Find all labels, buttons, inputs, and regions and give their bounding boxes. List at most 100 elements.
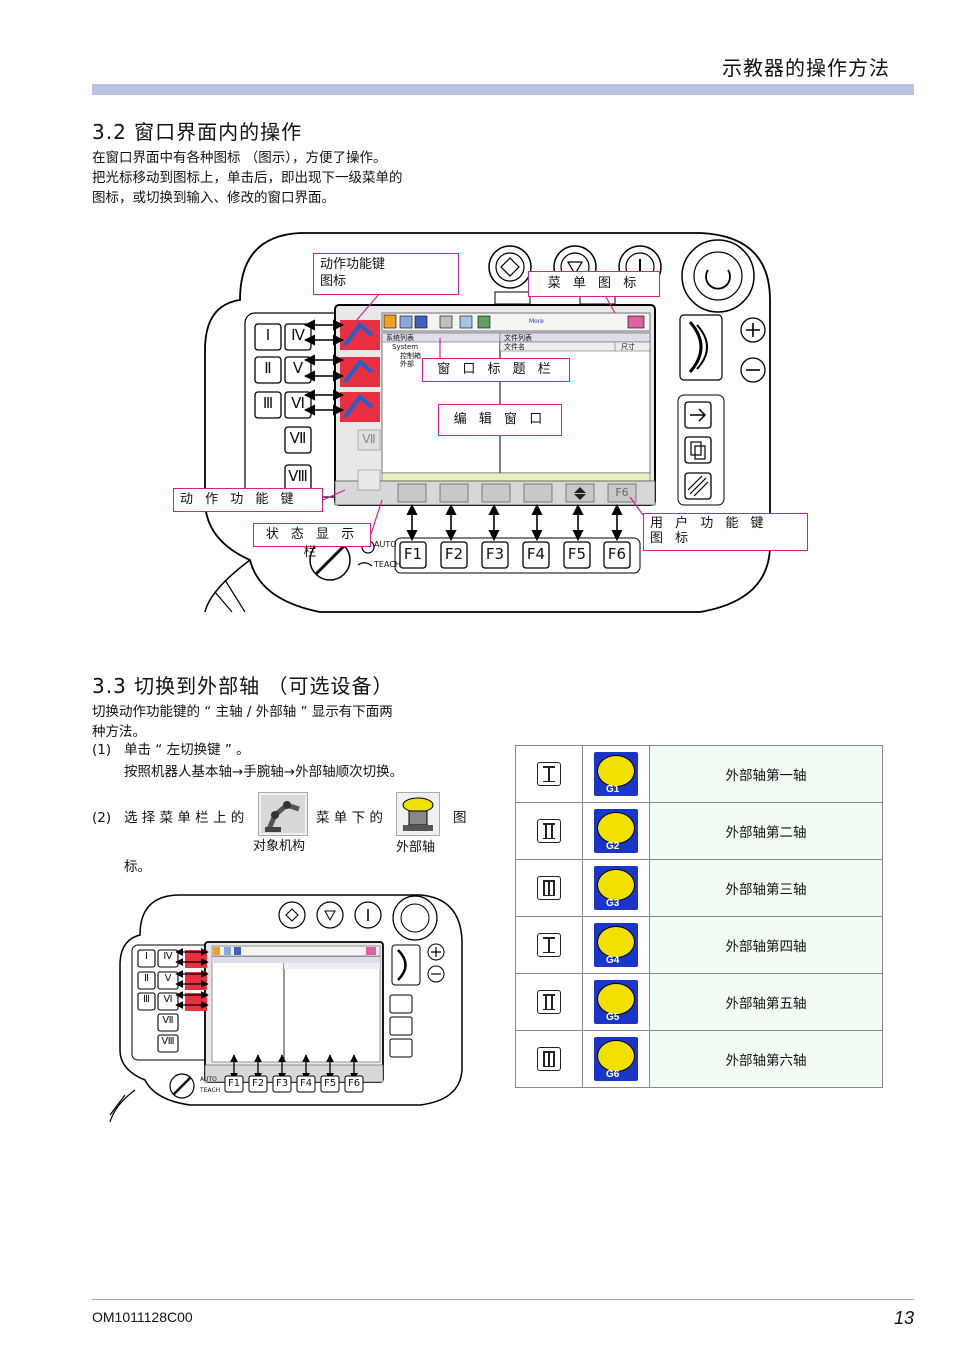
step-2-text-d: 标。	[124, 859, 151, 875]
right-pane-title: 文件列表	[504, 334, 532, 342]
fkey-f2: F2	[251, 1078, 265, 1089]
axis-icon-cell: G3	[582, 859, 650, 917]
callout-status-bar: 状 态 显 示 栏	[253, 523, 371, 560]
key-iii: Ⅲ	[262, 394, 274, 412]
external-axis-icon	[396, 792, 440, 836]
axis-key-cell	[515, 859, 583, 917]
axis-icon-cell: G5	[582, 973, 650, 1031]
axis-icon-label: G3	[606, 898, 620, 909]
section-3-3-intro: 切换动作功能键的 “ 主轴 / 外部轴 ” 显示有下面两 种方法。	[92, 702, 393, 742]
axis-icon-cell: G4	[582, 916, 650, 974]
axis-label-cell: 外部轴第一轴	[649, 745, 883, 803]
axis-label-cell: 外部轴第四轴	[649, 916, 883, 974]
target-mechanism-caption: 对象机构	[253, 839, 306, 854]
external-axis-glyph	[402, 797, 434, 831]
callout-edit-window: 编 辑 窗 口	[438, 404, 562, 436]
step-2-number: (2)	[92, 810, 112, 826]
axis-key-icon	[537, 819, 561, 843]
step-2-text-a: 选 择 菜 单 栏 上 的	[124, 810, 245, 826]
left-pane-title: 系统列表	[386, 334, 414, 342]
body-line: 图标，或切换到输入、修改的窗口界面。	[92, 190, 335, 206]
mode-auto-label: AUTO	[374, 540, 397, 549]
axis-icon-cell: G2	[582, 802, 650, 860]
axis-icon-cell: G1	[582, 745, 650, 803]
running-header: 示教器的操作方法	[722, 56, 890, 80]
step-2-text-c: 图	[453, 810, 467, 826]
key-viii: Ⅷ	[288, 467, 308, 485]
key-i: Ⅰ	[265, 326, 271, 344]
tree-item: 控制箱	[400, 352, 421, 360]
axis-key-cell	[515, 1030, 583, 1088]
key-iii: Ⅲ	[143, 994, 150, 1005]
key-viii: Ⅷ	[161, 1036, 175, 1047]
section-3-2-heading: 3.2 窗口界面内的操作	[92, 120, 303, 144]
axis-key-icon	[537, 876, 561, 900]
key-v: Ⅴ	[292, 359, 304, 377]
robot-arm-icon	[261, 795, 305, 833]
mode-auto-label: AUTO	[200, 1076, 217, 1083]
key-v: Ⅴ	[164, 973, 172, 984]
section-3-3-heading: 3.3 切换到外部轴 （可选设备）	[92, 674, 394, 698]
key-ii: Ⅱ	[144, 973, 149, 984]
axis-table-row: G5 外部轴第五轴	[515, 973, 883, 1031]
body-line: 把光标移动到图标上，单击后，即出现下一级菜单的	[92, 170, 403, 186]
section-3-2-body: 在窗口界面中有各种图标 （图示），方便了操作。 把光标移动到图标上，单击后，即出…	[92, 148, 403, 208]
axis-icon-cell: G6	[582, 1030, 650, 1088]
mode-teach-label: TEACH	[374, 560, 401, 569]
status-f6: F6	[615, 486, 629, 499]
step-1-number: (1)	[92, 742, 112, 758]
fkey-f1: F1	[403, 545, 423, 563]
axis-icon-label: G1	[606, 784, 620, 795]
key-vii: Ⅶ	[289, 429, 307, 447]
fkey-f6: F6	[607, 545, 627, 563]
pendant-drawing-1	[204, 232, 771, 613]
external-axis-icon: G3	[594, 866, 638, 910]
fkey-f4: F4	[526, 545, 546, 563]
fkey-f3: F3	[275, 1078, 289, 1089]
header-bar	[92, 84, 914, 95]
fkey-f3: F3	[485, 545, 505, 563]
axis-key-icon	[537, 1047, 561, 1071]
key-iv: Ⅳ	[291, 326, 305, 344]
key-ii: Ⅱ	[264, 359, 272, 377]
step-1-detail: 按照机器人基本轴→手腕轴→外部轴顺次切换。	[124, 764, 404, 780]
axis-icon-label: G6	[606, 1069, 620, 1080]
pendant-drawing-2	[109, 894, 463, 1123]
fkey-f5: F5	[567, 545, 587, 563]
tree-item: 外部	[400, 360, 414, 368]
axis-key-cell	[515, 745, 583, 803]
key-i: Ⅰ	[145, 951, 148, 962]
axis-key-icon	[537, 762, 561, 786]
body-line: 切换动作功能键的 “ 主轴 / 外部轴 ” 显示有下面两	[92, 704, 393, 720]
axis-key-cell	[515, 802, 583, 860]
axis-key-cell	[515, 973, 583, 1031]
callout-window-title: 窗 口 标 题 栏	[422, 358, 570, 382]
fkey-f1: F1	[227, 1078, 241, 1089]
external-axis-icon: G1	[594, 752, 638, 796]
pendant-figure-1: Ⅰ Ⅱ Ⅲ Ⅳ Ⅴ Ⅵ Ⅶ Ⅷ Ⅶ 系统列表 文件列表 文件名 尺寸 Syste…	[0, 0, 960, 620]
callout-motion-keys: 动 作 功 能 键	[173, 488, 323, 512]
screen-side-key-label: Ⅶ	[362, 432, 376, 446]
fkey-f5: F5	[323, 1078, 337, 1089]
axis-icon-label: G5	[606, 1012, 620, 1023]
external-axis-icon: G5	[594, 980, 638, 1024]
tree-item: System	[392, 343, 419, 351]
external-axis-icon: G4	[594, 923, 638, 967]
external-axis-caption: 外部轴	[396, 840, 436, 855]
fkey-f6: F6	[347, 1078, 361, 1089]
document-code: OM1011128C00	[92, 1309, 193, 1325]
axis-label-cell: 外部轴第五轴	[649, 973, 883, 1031]
page-number: 13	[893, 1308, 914, 1328]
file-size-column: 尺寸	[621, 343, 635, 351]
step-1-text: 单击 “ 左切换键 ” 。	[124, 742, 250, 758]
axis-icon-label: G2	[606, 841, 620, 852]
more-button-label: More	[529, 318, 544, 325]
key-vii: Ⅶ	[162, 1015, 174, 1026]
axis-table-row: G1 外部轴第一轴	[515, 745, 883, 803]
callout-user-keys: 用 户 功 能 键 图 标	[643, 513, 808, 551]
